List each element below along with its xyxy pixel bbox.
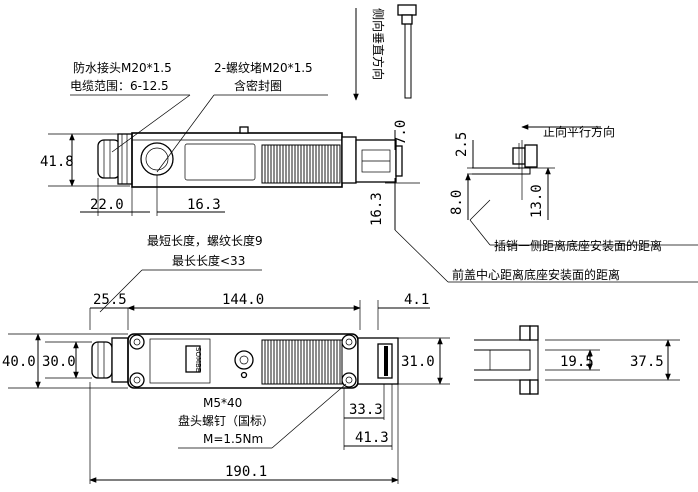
dim-25-5: 25.5 — [93, 292, 127, 308]
pin-dimensions — [385, 130, 698, 283]
cable-gland-top — [97, 133, 133, 185]
top-length-dims — [89, 300, 430, 330]
front-parallel-label: 正向平行方向 — [543, 124, 615, 139]
plug-label-2: 含密封圈 — [234, 78, 282, 93]
screw-label-3: M=1.5Nm — [203, 432, 263, 446]
dim-37-5: 37.5 — [630, 354, 664, 370]
length-label-2: 最长长度<33 — [172, 253, 245, 268]
dim-16-3-horizontal: 16.3 — [187, 197, 221, 213]
dim-30-0: 30.0 — [42, 354, 76, 370]
dim-7-0: 7.0 — [393, 120, 409, 145]
gland-label-1: 防水接头M20*1.5 — [73, 60, 172, 75]
side-vertical-label: 侧向垂直方向 — [371, 8, 386, 80]
dim-144-0: 144.0 — [222, 292, 264, 308]
front-parallel-icon — [472, 124, 601, 200]
pin-side-distance-label: 插销一侧距离底座安装面的距离 — [494, 238, 662, 253]
length-label-1: 最短长度，螺纹长度9 — [147, 233, 263, 248]
actuator-front-icon — [474, 325, 680, 395]
side-view — [97, 126, 403, 188]
dim-4-1: 4.1 — [404, 292, 429, 308]
dim-41-8: 41.8 — [40, 154, 74, 170]
dim-190-1: 190.1 — [225, 464, 267, 480]
dim-19-5: 19.5 — [560, 354, 594, 370]
front-left-dims — [8, 333, 128, 389]
top-left-dimensions — [48, 133, 225, 216]
dim-41-3: 41.3 — [355, 430, 389, 446]
dim-2-5: 2.5 — [454, 132, 470, 157]
dim-40-0: 40.0 — [2, 354, 36, 370]
dim-33-3: 33.3 — [349, 402, 383, 418]
dim-8-0: 8.0 — [449, 190, 465, 215]
dim-16-3-vertical: 16.3 — [369, 192, 385, 226]
brand-badge — [185, 345, 201, 373]
screw-label-2: 盘头螺钉（国标） — [178, 413, 274, 428]
side-vertical-icon — [353, 4, 417, 101]
cover-center-distance-label: 前盖中心距离底座安装面的距离 — [452, 267, 620, 282]
dim-13-0: 13.0 — [529, 184, 545, 218]
dim-22-0: 22.0 — [90, 197, 124, 213]
front-view: SOMBE — [91, 333, 399, 389]
brand-badge-text: SOMBE — [194, 347, 202, 372]
front-right-dims — [89, 337, 450, 484]
gland-label-2: 电缆范围：6-12.5 — [70, 79, 169, 93]
plug-label-1: 2-螺纹堵M20*1.5 — [214, 61, 313, 75]
dim-31-0: 31.0 — [401, 354, 435, 370]
screw-label-1: M5*40 — [203, 396, 242, 410]
screw-head-front — [234, 350, 254, 370]
